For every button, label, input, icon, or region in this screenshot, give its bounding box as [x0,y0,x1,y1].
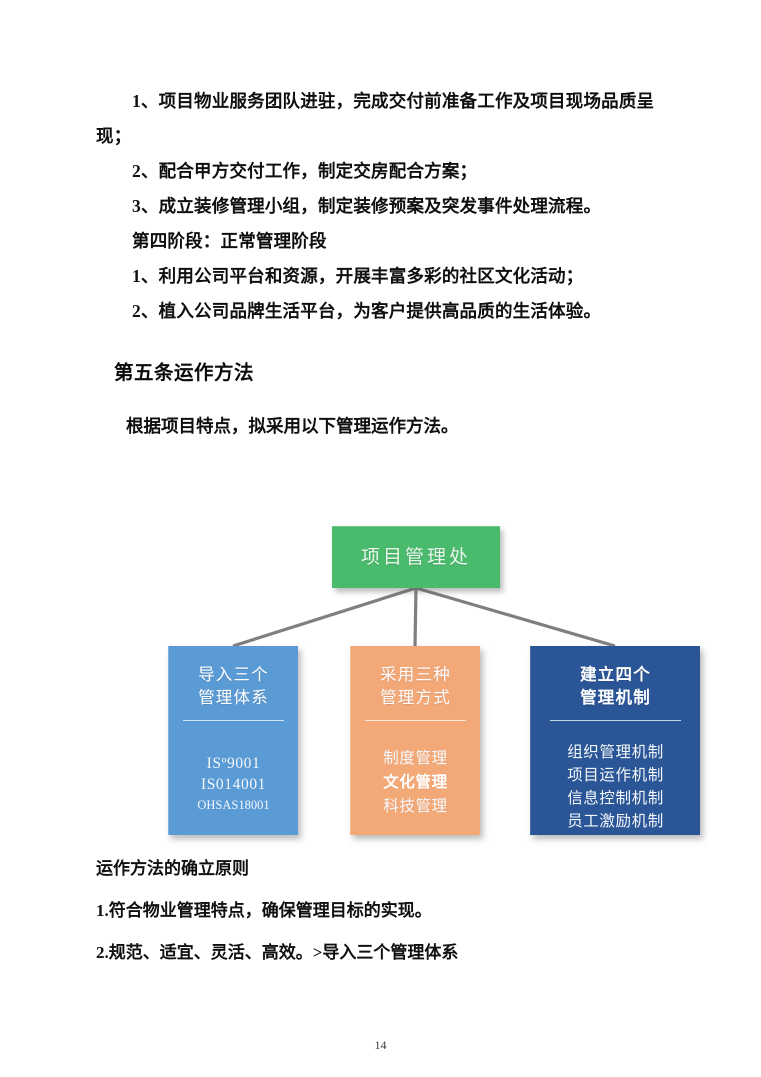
connector-left [232,586,417,648]
diagram-node-c-heading-line1: 建立四个 [580,665,651,684]
divider [365,720,466,721]
paragraph-3: 3、成立装修管理小组，制定装修预案及突发事件处理流程。 [132,196,602,216]
list-item: 科技管理 [383,798,448,815]
diagram-node-management-mechanisms[interactable]: 建立四个 管理机制 组织管理机制 项目运作机制 信息控制机制 员工激励机制 [530,646,700,835]
diagram-node-b-heading: 采用三种 管理方式 [351,663,480,709]
diagram-node-a-heading: 导入三个 管理体系 [169,663,298,709]
section-heading: 第五条运作方法 [114,363,255,384]
page-number: 14 [374,1038,387,1052]
org-diagram: 项目管理处 导入三个 管理体系 ISº9001 IS014001 OHSAS18… [0,515,761,845]
diagram-node-a-items: ISº9001 IS014001 OHSAS18001 [169,753,298,815]
diagram-node-b-heading-line1: 采用三种 [380,665,451,684]
tail-principle-2: 2.规范、适宜、灵活、高效。>导入三个管理体系 [96,943,459,962]
spacer [96,389,674,411]
document-tail: 运作方法的确立原则 1.符合物业管理特点，确保管理目标的实现。 2.规范、适宜、… [96,848,696,974]
diagram-node-management-systems[interactable]: 导入三个 管理体系 ISº9001 IS014001 OHSAS18001 [168,646,298,835]
list-item: IS014001 [200,776,267,793]
spacer [96,329,674,359]
connector-middle [413,587,418,647]
list-item: 员工激励机制 [567,813,664,830]
diagram-node-root[interactable]: 项目管理处 [332,526,500,588]
tail-heading: 运作方法的确立原则 [96,859,249,878]
diagram-node-c-items: 组织管理机制 项目运作机制 信息控制机制 员工激励机制 [531,741,700,833]
list-item: ISº9001 [206,755,261,772]
document-body: 1、项目物业服务团队进驻，完成交付前准备工作及项目现场品质呈现； 2、配合甲方交… [96,84,674,441]
diagram-node-a-heading-line2: 管理体系 [198,688,269,707]
diagram-node-b-heading-line2: 管理方式 [380,688,451,707]
list-item: OHSAS18001 [197,798,270,812]
connector-right [415,586,616,648]
divider [183,720,284,721]
diagram-node-root-label: 项目管理处 [360,547,471,568]
list-item: 项目运作机制 [567,767,664,784]
diagram-node-a-heading-line1: 导入三个 [198,665,269,684]
divider [549,720,682,721]
paragraph-4: 1、利用公司平台和资源，开展丰富多彩的社区文化活动； [132,266,584,286]
paragraph-1: 1、项目物业服务团队进驻，完成交付前准备工作及项目现场品质呈现； [96,91,655,146]
list-item: 制度管理 [383,750,448,767]
diagram-node-management-methods[interactable]: 采用三种 管理方式 制度管理 文化管理 科技管理 [350,646,480,835]
list-item: 文化管理 [383,774,448,791]
list-item: 组织管理机制 [567,744,664,761]
tail-principle-1: 1.符合物业管理特点，确保管理目标的实现。 [96,901,432,920]
diagram-node-c-heading: 建立四个 管理机制 [531,663,700,709]
list-item: 信息控制机制 [567,790,664,807]
page-footer: 14 [0,1036,761,1054]
paragraph-2: 2、配合甲方交付工作，制定交房配合方案； [132,161,478,181]
diagram-node-c-heading-line2: 管理机制 [580,688,651,707]
diagram-node-b-items: 制度管理 文化管理 科技管理 [351,747,480,819]
paragraph-phase-four-title: 第四阶段：正常管理阶段 [132,231,327,251]
paragraph-5: 2、植入公司品牌生活平台，为客户提供高品质的生活体验。 [132,301,602,321]
lead-in-text: 根据项目特点，拟采用以下管理运作方法。 [126,416,459,436]
